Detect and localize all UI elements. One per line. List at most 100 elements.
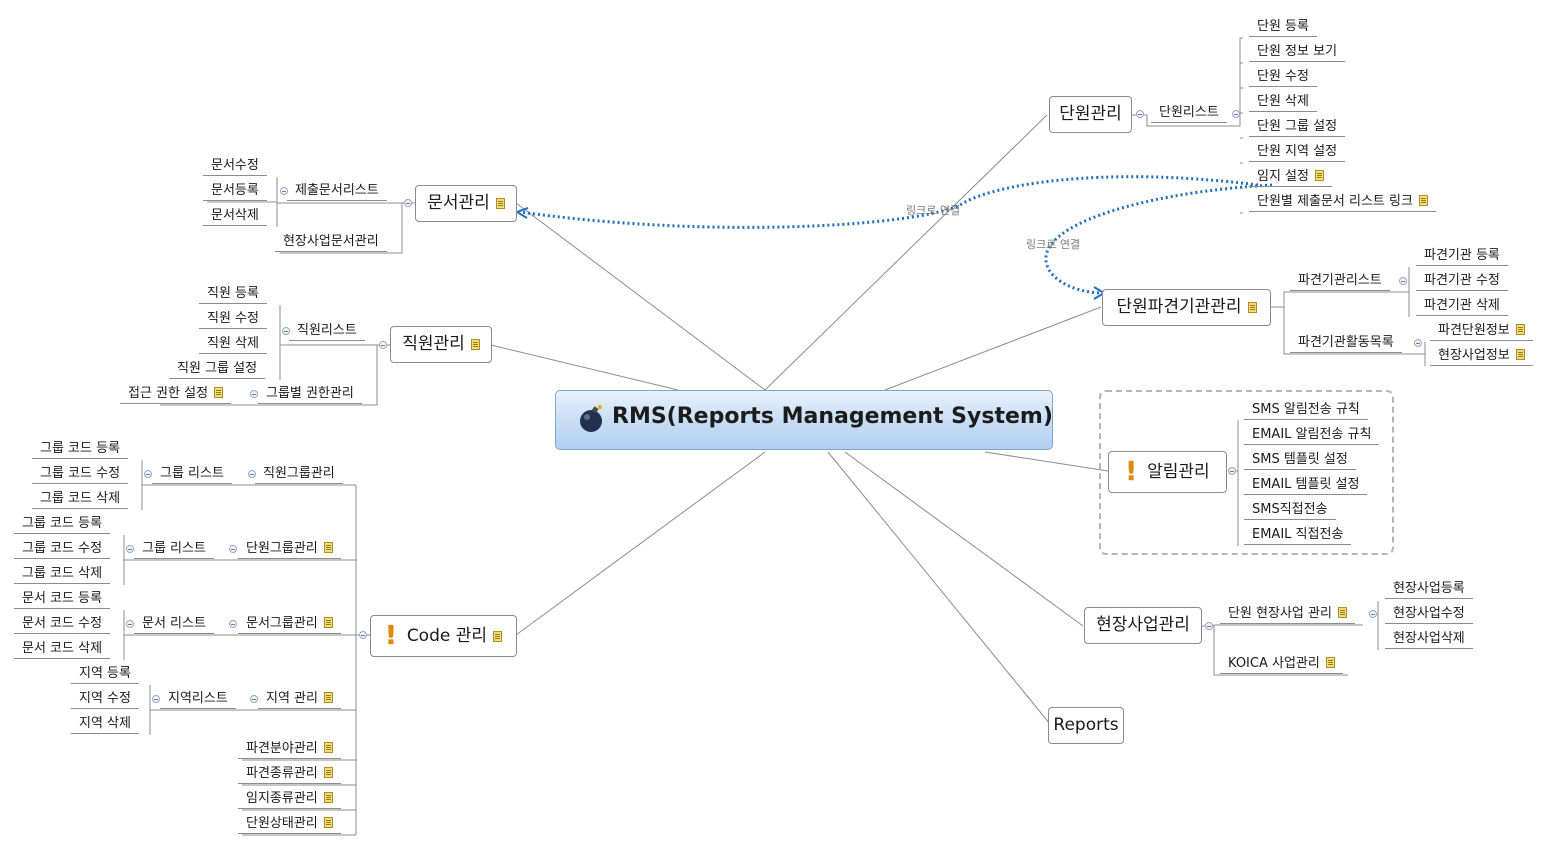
field-project-item[interactable]: 현장사업등록 [1385,580,1473,599]
dispatch-field-topic[interactable]: 파견분야관리 [238,740,341,759]
doc-code-item[interactable]: 문서 코드 삭제 [14,640,111,659]
group-code-item[interactable]: 그룹 코드 삭제 [14,565,111,584]
dispatch-list-item[interactable]: 파견기관 등록 [1416,247,1508,266]
unit-list-item[interactable]: 단원 수정 [1249,68,1317,87]
collapse-toggle[interactable] [250,695,258,703]
collapse-toggle[interactable] [1369,610,1377,618]
unit-list-item[interactable]: 단원 정보 보기 [1249,43,1346,62]
field-project-topic[interactable]: 현장사업관리 [1084,607,1202,644]
doc-list-item[interactable]: 문서등록 [203,182,267,201]
staff-list-topic[interactable]: 직원리스트 [289,322,365,341]
collapse-toggle[interactable] [250,390,258,398]
dispatch-type-topic[interactable]: 파견종류관리 [238,765,341,784]
collapse-toggle[interactable] [126,620,134,628]
unit-list-item[interactable]: 단원 그룹 설정 [1249,118,1346,137]
note-icon [323,767,333,778]
collapse-toggle[interactable] [229,545,237,553]
collapse-toggle[interactable] [229,620,237,628]
collapse-toggle[interactable] [1399,277,1407,285]
collapse-toggle[interactable] [144,470,152,478]
unit-list-item[interactable]: 단원 지역 설정 [1249,143,1346,162]
staff-group-list-topic[interactable]: 그룹 리스트 [152,465,232,484]
collapse-toggle[interactable] [359,631,367,639]
unit-group-topic[interactable]: 단원그룹관리 [238,540,341,559]
staff-list-item[interactable]: 직원 등록 [199,285,267,304]
submitted-doc-list-topic[interactable]: 제출문서리스트 [287,182,387,201]
staff-list-item[interactable]: 직원 삭제 [199,335,267,354]
field-project-item[interactable]: 현장사업수정 [1385,605,1473,624]
dispatch-activity-topic[interactable]: 파견기관활동목록 [1290,334,1402,353]
note-icon [1418,195,1428,206]
alert-group-boundary [1099,390,1394,555]
collapse-toggle[interactable] [152,695,160,703]
collapse-toggle[interactable] [1228,467,1236,475]
doc-group-topic[interactable]: 문서그룹관리 [238,615,341,634]
staff-group-topic[interactable]: 직원그룹관리 [255,465,343,484]
collapse-toggle[interactable] [379,341,387,349]
group-code-item[interactable]: 그룹 코드 수정 [14,540,111,559]
unit-list-item-posting[interactable]: 임지 설정 [1249,168,1332,187]
dispatch-list-topic[interactable]: 파견기관리스트 [1290,272,1390,291]
dispatch-activity-item[interactable]: 파견단원정보 [1430,322,1533,341]
unit-list-item[interactable]: 단원 삭제 [1249,93,1317,112]
note-icon [214,387,224,398]
staff-list-item[interactable]: 직원 수정 [199,310,267,329]
central-topic[interactable] [555,390,1053,450]
alert-management-topic[interactable]: !알림관리 [1108,451,1227,493]
staff-list-item[interactable]: 직원 그룹 설정 [169,360,266,379]
doc-code-item[interactable]: 문서 코드 등록 [14,590,111,609]
document-management-topic[interactable]: 문서관리 [415,185,517,222]
unit-list-item-doc-link[interactable]: 단원별 제출문서 리스트 링크 [1249,193,1436,212]
unit-status-topic[interactable]: 단원상태관리 [238,815,341,834]
unit-field-project-topic[interactable]: 단원 현장사업 관리 [1220,605,1355,624]
doc-code-item[interactable]: 문서 코드 수정 [14,615,111,634]
alert-item[interactable]: EMAIL 직접전송 [1244,526,1352,545]
staff-management-topic[interactable]: 직원관리 [390,326,492,363]
alert-item[interactable]: SMS 알림전송 규칙 [1244,401,1368,420]
note-icon [323,817,333,828]
region-topic[interactable]: 지역 관리 [258,690,341,709]
dispatch-activity-item[interactable]: 현장사업정보 [1430,347,1533,366]
collapse-toggle[interactable] [282,327,290,335]
collapse-toggle[interactable] [1205,622,1213,630]
collapse-toggle[interactable] [126,545,134,553]
region-item[interactable]: 지역 삭제 [71,715,139,734]
alert-item[interactable]: EMAIL 알림전송 규칙 [1244,426,1380,445]
group-code-item[interactable]: 그룹 코드 수정 [32,465,129,484]
unit-list-item[interactable]: 단원 등록 [1249,18,1317,37]
dispatch-list-item[interactable]: 파견기관 삭제 [1416,297,1508,316]
collapse-toggle[interactable] [1232,110,1240,118]
region-item[interactable]: 지역 등록 [71,665,139,684]
region-list-topic[interactable]: 지역리스트 [160,690,236,709]
doc-list-item[interactable]: 문서삭제 [203,207,267,226]
access-permission-item[interactable]: 접근 권한 설정 [120,385,232,404]
field-project-item[interactable]: 현장사업삭제 [1385,630,1473,649]
group-code-item[interactable]: 그룹 코드 삭제 [32,490,129,509]
dispatch-agency-topic[interactable]: 단원파견기관관리 [1102,289,1271,326]
dispatch-list-item[interactable]: 파견기관 수정 [1416,272,1508,291]
koica-project-topic[interactable]: KOICA 사업관리 [1220,655,1343,674]
code-management-topic[interactable]: !Code 관리 [370,615,517,657]
collapse-toggle[interactable] [1414,339,1422,347]
alert-item[interactable]: SMS직접전송 [1244,501,1336,520]
unit-group-list-topic[interactable]: 그룹 리스트 [134,540,214,559]
alert-item[interactable]: SMS 템플릿 설정 [1244,451,1356,470]
posting-type-topic[interactable]: 임지종류관리 [238,790,341,809]
doc-group-list-topic[interactable]: 문서 리스트 [134,615,214,634]
collapse-toggle[interactable] [248,470,256,478]
region-item[interactable]: 지역 수정 [71,690,139,709]
alert-icon: ! [1125,457,1138,487]
collapse-toggle[interactable] [404,199,412,207]
reports-topic[interactable]: Reports [1048,707,1124,744]
field-project-doc-topic[interactable]: 현장사업문서관리 [275,233,387,252]
group-code-item[interactable]: 그룹 코드 등록 [14,515,111,534]
group-permission-topic[interactable]: 그룹별 권한관리 [258,385,362,404]
group-code-item[interactable]: 그룹 코드 등록 [32,440,129,459]
note-icon [1325,657,1335,668]
unit-management-topic[interactable]: 단원관리 [1049,96,1132,133]
doc-list-item[interactable]: 문서수정 [203,157,267,176]
collapse-toggle[interactable] [280,187,288,195]
unit-list-topic[interactable]: 단원리스트 [1151,104,1227,123]
alert-item[interactable]: EMAIL 템플릿 설정 [1244,476,1368,495]
collapse-toggle[interactable] [1136,110,1144,118]
